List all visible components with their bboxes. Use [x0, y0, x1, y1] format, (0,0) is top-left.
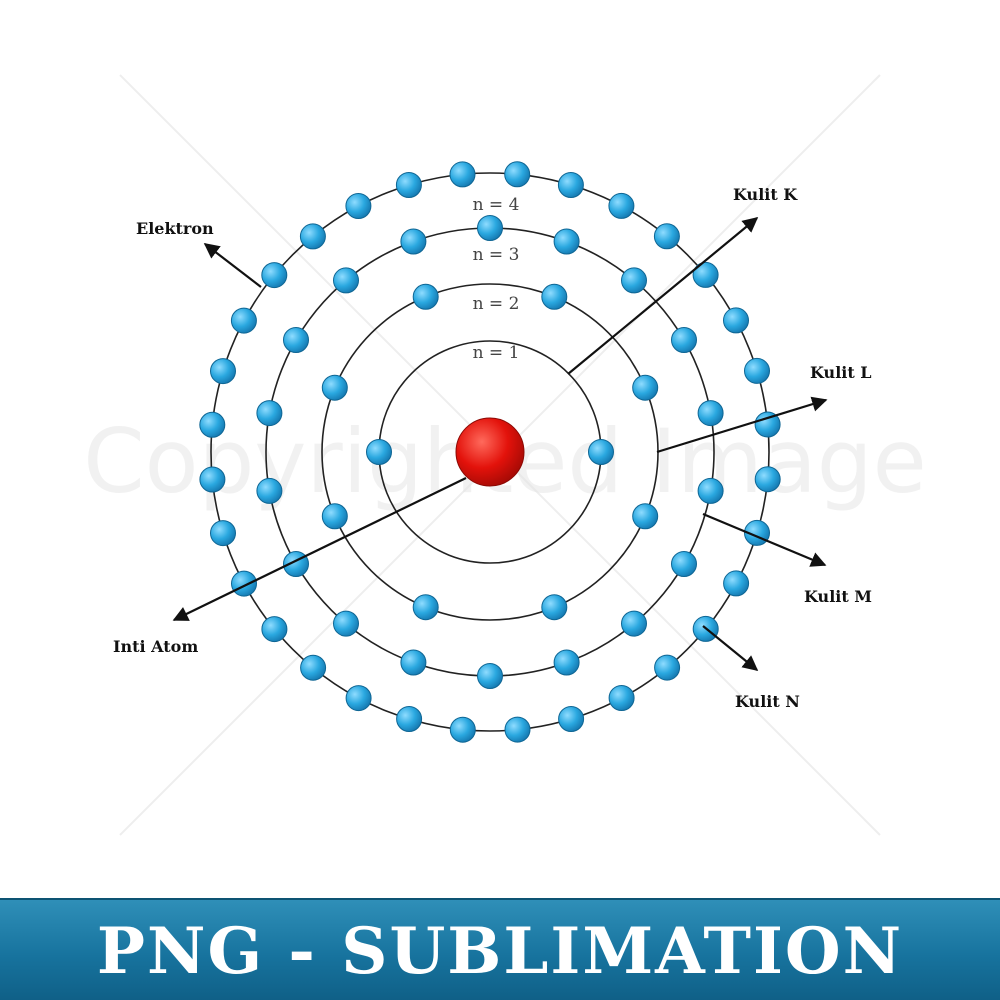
- label-kulit-m: Kulit M: [804, 587, 872, 606]
- electron-n4: [396, 706, 423, 732]
- arrow-kulit-m: [702, 512, 827, 567]
- banner: PNG - SUBLIMATION: [0, 898, 1000, 1000]
- electron-n3: [621, 610, 647, 637]
- electron-n3: [283, 327, 309, 353]
- label-inti-atom: Inti Atom: [113, 637, 198, 656]
- label-kulit-k: Kulit K: [733, 185, 798, 204]
- electron-n4: [449, 716, 476, 743]
- electron-n2: [541, 594, 568, 621]
- shell-label-n4: n = 4: [473, 195, 520, 215]
- electron-n4: [261, 262, 288, 289]
- electron-n4: [199, 411, 226, 438]
- electron-n4: [723, 570, 750, 597]
- electron-n4: [558, 706, 585, 732]
- electron-n4: [231, 570, 257, 597]
- electron-n3: [553, 228, 580, 255]
- electron-n3: [333, 610, 359, 637]
- callout-arrows: [172, 217, 828, 671]
- callout-labels: Elektron Inti Atom Kulit K Kulit L Kulit…: [113, 185, 872, 711]
- electron-n4: [504, 161, 531, 188]
- atom-diagram: Copyrighted Image n = 1 n = 2 n = 3 n = …: [83, 74, 927, 836]
- electron-n4: [300, 654, 327, 681]
- nucleus: [455, 417, 525, 487]
- electron-n1: [588, 439, 614, 465]
- label-kulit-l: Kulit L: [810, 363, 872, 382]
- electron-n4: [504, 716, 531, 743]
- electron-n4: [557, 172, 584, 198]
- electron-n3: [621, 267, 647, 294]
- orbit-n4: [210, 172, 770, 732]
- electron-n2: [321, 503, 348, 530]
- electron-n1: [366, 439, 392, 465]
- shell-label-n1: n = 1: [473, 343, 520, 363]
- arrow-kulit-l: [656, 396, 828, 454]
- shell-label-n3: n = 3: [473, 245, 520, 265]
- electron-n3: [671, 551, 697, 577]
- electron-n3: [553, 649, 580, 676]
- electron-n4: [754, 466, 781, 493]
- electron-n4: [754, 411, 781, 438]
- label-elektron: Elektron: [136, 219, 214, 238]
- electron-n4: [653, 223, 680, 250]
- electron-n2: [632, 503, 659, 530]
- electron-n4: [692, 261, 719, 288]
- electron-n4: [608, 192, 635, 219]
- electron-n3: [256, 477, 283, 504]
- electron-n2: [412, 283, 439, 310]
- electron-n4: [723, 307, 749, 334]
- arrow-inti-atom: [172, 477, 467, 621]
- shell-labels: n = 1 n = 2 n = 3 n = 4: [473, 195, 520, 363]
- electron-n4: [261, 616, 288, 643]
- electron-n3: [477, 663, 503, 689]
- arrow-kulit-k: [567, 217, 759, 375]
- electron-n4: [449, 161, 476, 188]
- arrow-elektron: [203, 243, 262, 288]
- electron-n4: [299, 223, 326, 250]
- electron-n2: [321, 374, 348, 401]
- electron-n4: [395, 172, 422, 198]
- electron-n4: [345, 193, 372, 219]
- electron-n3: [400, 649, 427, 676]
- banner-text: PNG - SUBLIMATION: [96, 913, 904, 989]
- electron-n3: [477, 215, 503, 241]
- electron-n4: [230, 307, 257, 334]
- electron-n4: [199, 466, 226, 493]
- label-kulit-n: Kulit N: [735, 692, 800, 711]
- electron-n4: [608, 685, 635, 711]
- electron-n3: [671, 327, 697, 353]
- electron-n4: [345, 685, 372, 712]
- electron-n3: [256, 400, 283, 427]
- electron-n4: [210, 358, 236, 385]
- electron-n3: [697, 477, 724, 504]
- electron-n2: [541, 283, 568, 310]
- electron-n4: [210, 520, 236, 547]
- electron-n4: [744, 357, 770, 384]
- arrow-kulit-n: [702, 625, 759, 671]
- shell-label-n2: n = 2: [473, 294, 520, 314]
- electron-n3: [400, 228, 427, 255]
- electrons: [199, 161, 781, 743]
- electron-n3: [333, 267, 359, 294]
- electron-n2: [632, 374, 659, 401]
- electron-n2: [412, 594, 439, 621]
- electron-n4: [654, 654, 681, 681]
- electron-n3: [697, 400, 724, 427]
